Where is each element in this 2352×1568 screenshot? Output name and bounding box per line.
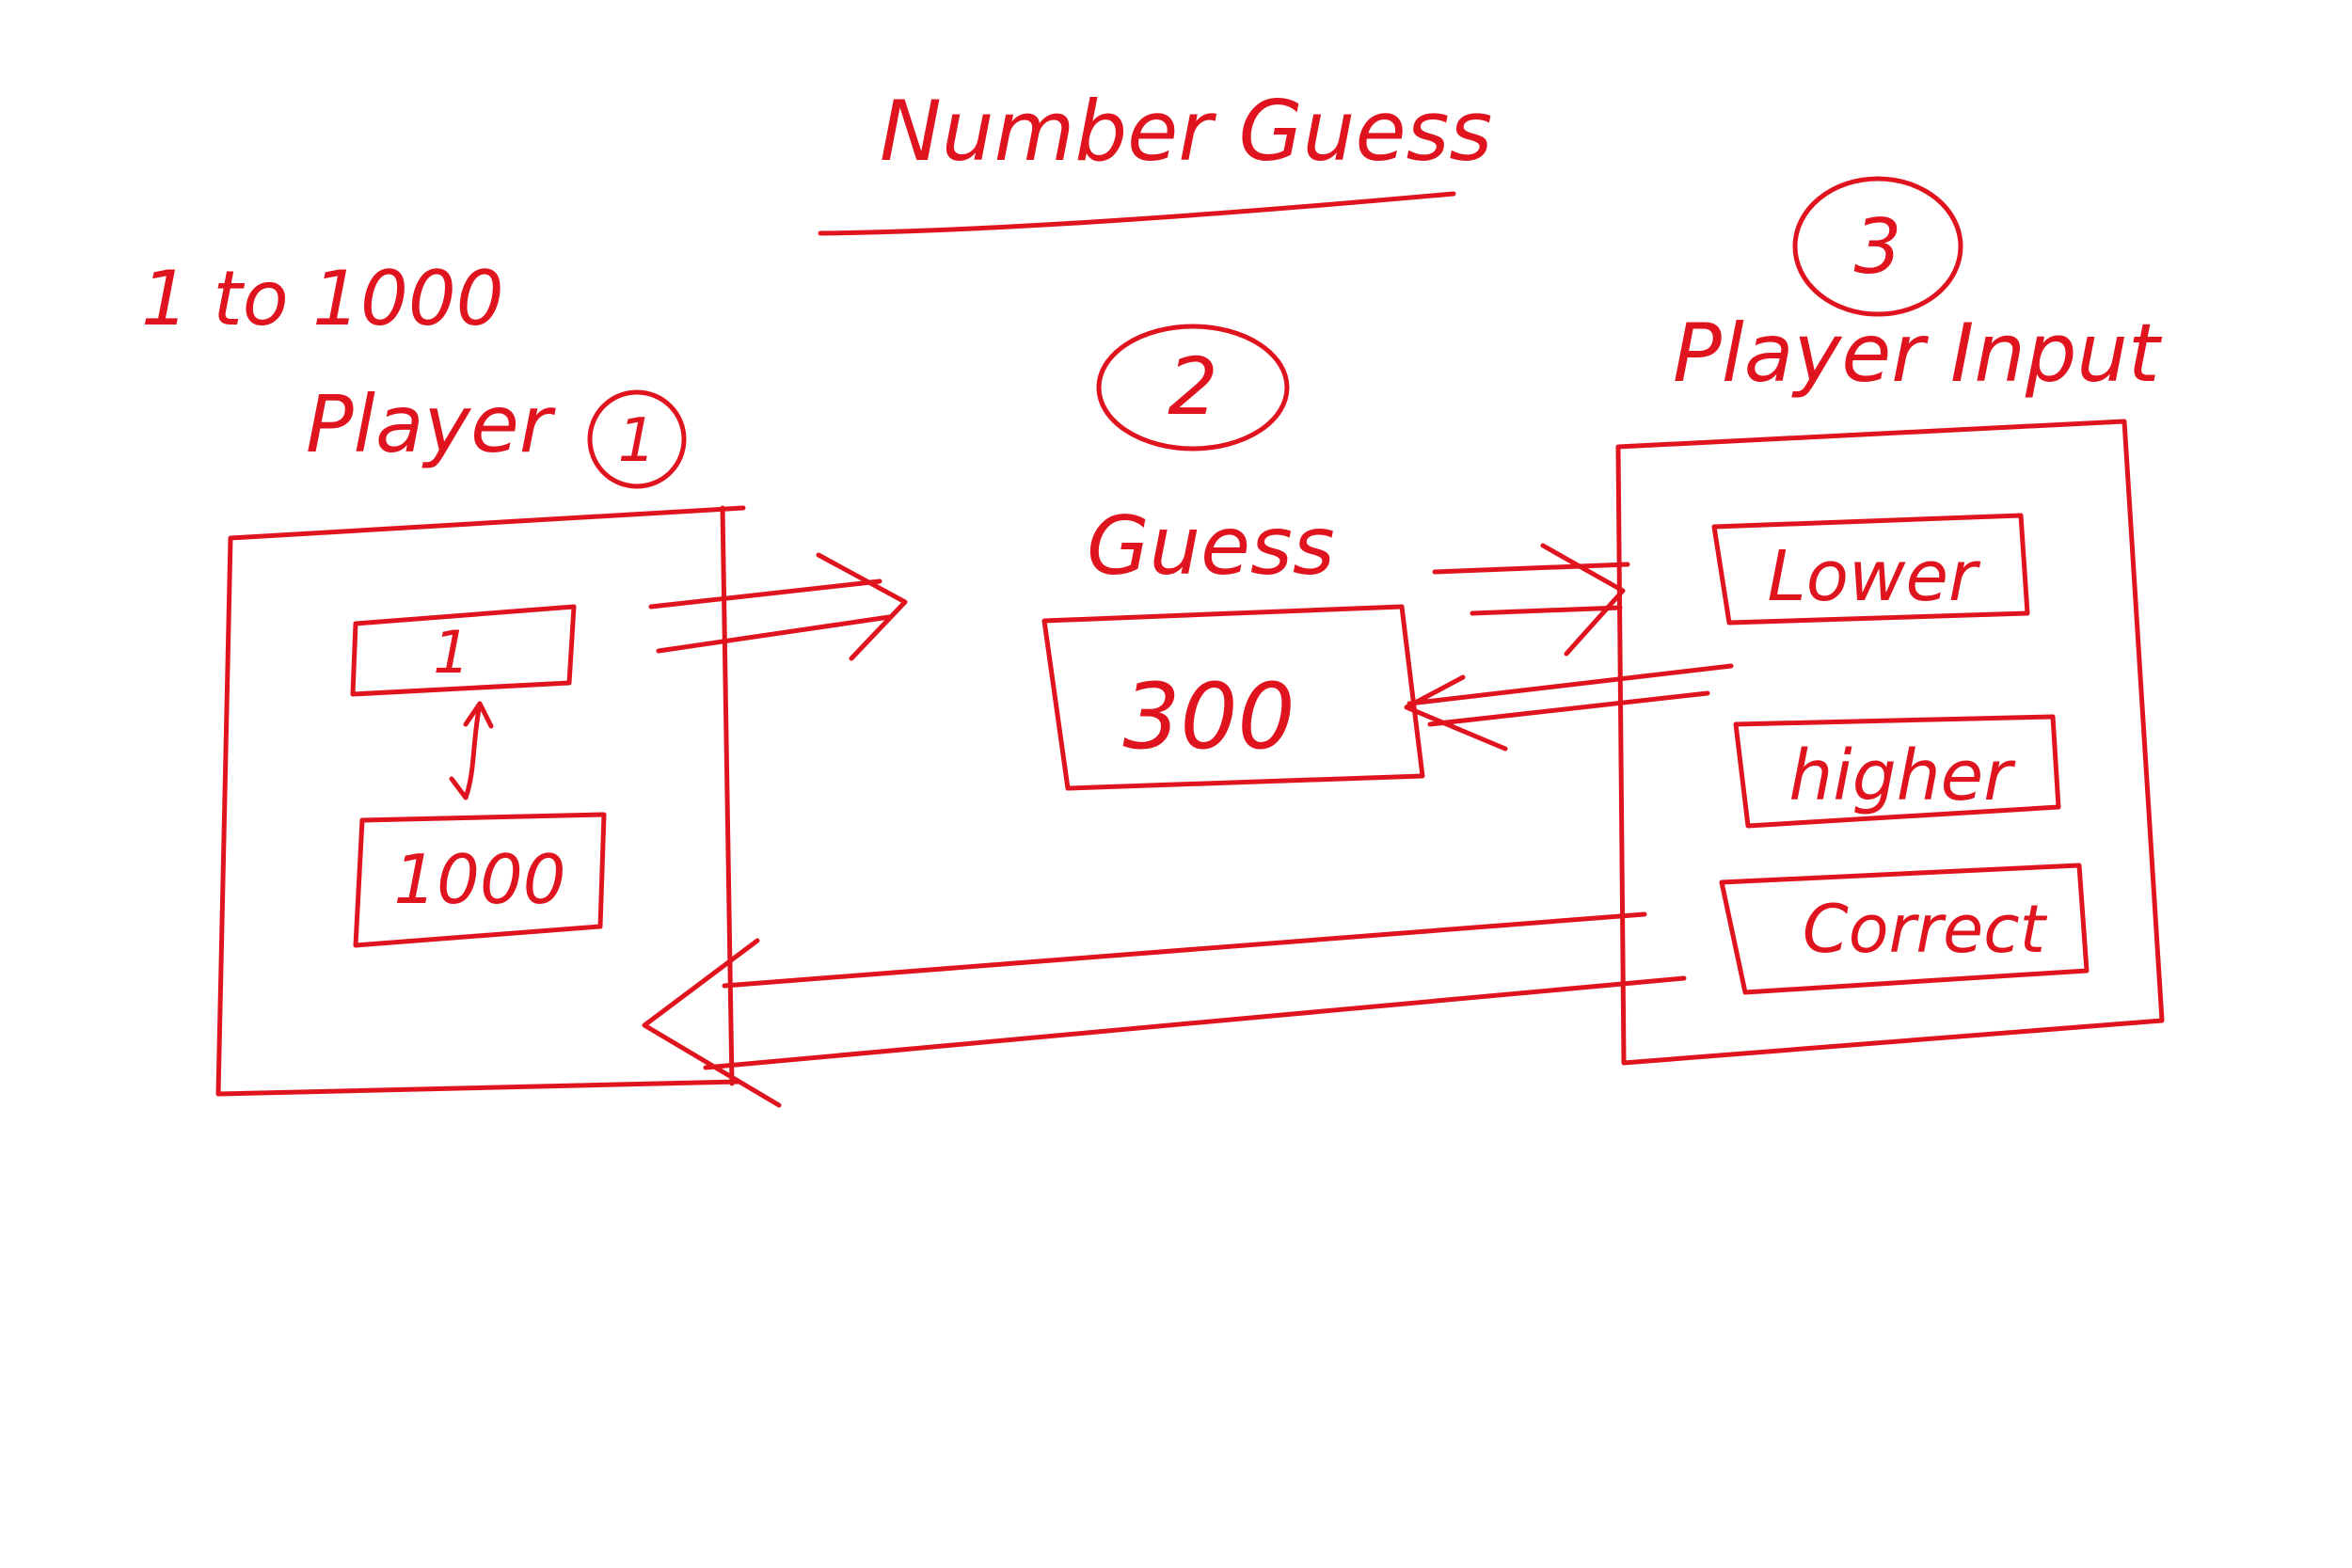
player1-box <box>215 505 746 1097</box>
player1-label: Player <box>306 378 556 470</box>
option-correct-box <box>1719 863 2090 995</box>
arrow-correct-to-player1 <box>642 911 1687 1108</box>
option-lower-box <box>1711 513 2030 626</box>
step-2-number: 2 <box>1168 341 1217 433</box>
player-input-label: Player Input <box>1673 307 2163 401</box>
range-label: 1 to 1000 <box>141 255 504 342</box>
max-value-box <box>353 812 607 948</box>
option-higher-box <box>1733 714 2061 829</box>
player-input-box <box>1615 419 2165 1066</box>
step-3-number: 3 <box>1854 203 1902 291</box>
min-value: 1 <box>433 618 469 687</box>
guess-value: 300 <box>1122 664 1295 769</box>
diagram-title: Number Guess <box>880 83 1492 180</box>
step-1-circle <box>587 389 687 489</box>
option-correct: Correct <box>1803 891 2048 968</box>
min-value-box <box>350 604 577 697</box>
title-underline <box>818 191 1456 236</box>
arrow-player1-to-guess <box>648 552 908 661</box>
guess-box <box>1041 604 1425 791</box>
arrow-guess-to-input <box>1432 543 1630 657</box>
step-1-number: 1 <box>618 406 657 476</box>
option-lower: Lower <box>1768 536 1982 617</box>
max-value: 1000 <box>393 840 565 919</box>
step-3-circle <box>1792 176 1963 317</box>
arrow-input-to-guess <box>1404 663 1734 752</box>
guess-label: Guess <box>1087 499 1335 594</box>
step-2-circle <box>1096 324 1290 451</box>
option-higher: higher <box>1788 736 2016 816</box>
range-connector <box>449 701 494 800</box>
